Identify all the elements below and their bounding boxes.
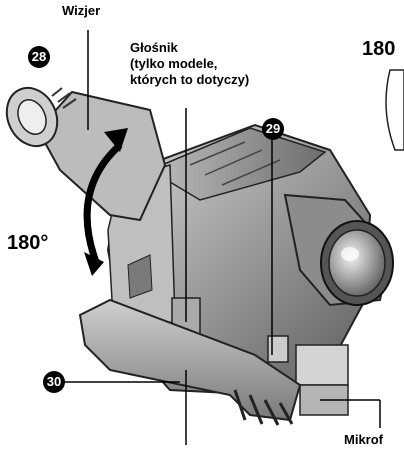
rotation-label-right: 180 <box>362 38 396 60</box>
callout-29: 29 <box>262 118 284 140</box>
callout-28: 28 <box>28 46 50 68</box>
front-panel <box>295 344 349 386</box>
strap-connector <box>267 335 289 363</box>
viewfinder-alt-view <box>385 69 404 151</box>
speaker-label-line3: których to dotyczy) <box>130 72 250 87</box>
callout-30: 30 <box>43 371 65 393</box>
viewfinder-label: Wizjer <box>62 3 101 18</box>
rotation-arrowhead-top <box>104 128 128 152</box>
viewfinder-body <box>36 90 167 222</box>
rotation-arc <box>83 142 123 264</box>
speaker-label: Głośnik (tylko modele, których to dotycz… <box>130 40 249 88</box>
speaker-label-line2: (tylko modele, <box>130 56 218 71</box>
rotation-label-left: 180° <box>7 232 49 254</box>
hand-strap <box>78 298 302 422</box>
microphone-label: Mikrof <box>344 432 383 447</box>
speaker-label-line1: Głośnik <box>130 40 178 55</box>
rotation-arrowhead-bottom <box>84 252 104 276</box>
lens-glass <box>328 229 386 297</box>
camera-top-plate <box>148 127 327 201</box>
